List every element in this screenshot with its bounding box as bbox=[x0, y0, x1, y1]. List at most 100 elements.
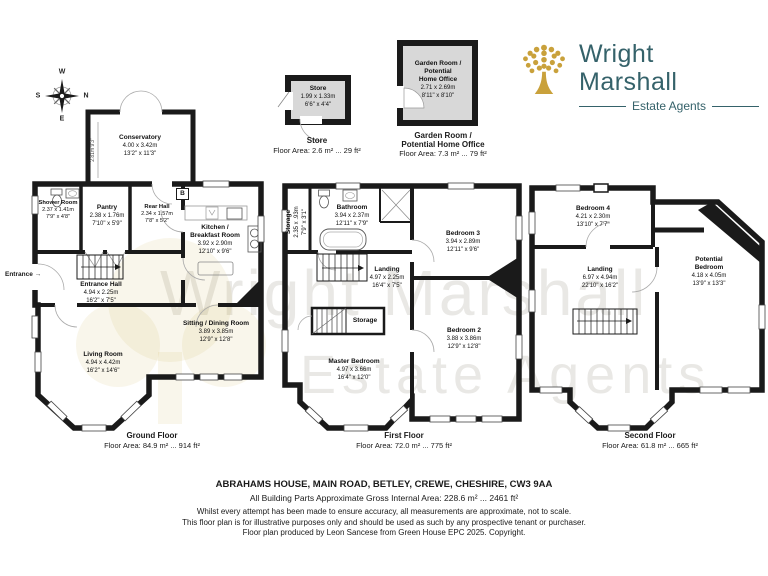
boiler-label: B bbox=[176, 188, 189, 200]
first-floor-caption: First Floor Floor Area: 72.0 m² ... 775 … bbox=[356, 431, 452, 451]
entrance-text: Entrance bbox=[5, 271, 33, 278]
room-dims-ft: 7'9" x 3'1" bbox=[302, 208, 308, 236]
room-dims-ft: 12'11" x 7'9" bbox=[335, 221, 369, 227]
floor-area: Floor Area: 61.8 m² ... 665 ft² bbox=[602, 441, 698, 450]
room-dims-m: 4.21 x 2.30m bbox=[575, 214, 611, 220]
room-dims-ft: 12'10" x 9'6" bbox=[198, 249, 232, 255]
room-name-line2: Breakfast Room bbox=[190, 232, 240, 239]
room-dims-m: 4.94 x 2.25m bbox=[83, 290, 119, 296]
room-dims-ft: 22'10" x 16'2" bbox=[581, 283, 619, 289]
room-name: Rear Hall bbox=[144, 204, 170, 210]
room-dims-ft: 6'6" x 4'4" bbox=[304, 102, 332, 108]
room-name: Storage bbox=[285, 209, 292, 235]
disclaimer-line1: Whilst every attempt has been made to en… bbox=[196, 507, 572, 516]
compass-icon bbox=[45, 79, 79, 113]
footer-text-block: ABRAHAMS HOUSE, MAIN ROAD, BETLEY, CREWE… bbox=[0, 479, 768, 539]
store-caption: Store Floor Area: 2.6 m² ... 29 ft² bbox=[273, 136, 361, 156]
room-dims-ft: 16'4" x 12'0" bbox=[337, 375, 371, 381]
room-dims-ft: 13'2" x 11'3" bbox=[123, 151, 157, 157]
room-name: Store bbox=[309, 85, 327, 92]
conservatory-side-dimension: 2.81m 9'3" bbox=[90, 138, 96, 162]
ground-floor-plan bbox=[31, 79, 265, 432]
second-floor-plan bbox=[528, 183, 766, 432]
floor-name: First Floor bbox=[384, 431, 424, 440]
room-name: Bedroom 4 bbox=[576, 205, 610, 212]
entrance-arrow-icon: → bbox=[34, 271, 42, 278]
room-label-living-room: Living Room 4.94 x 4.42m 16'2" x 14'6" bbox=[83, 351, 122, 375]
compass-letter-bottom: E bbox=[59, 115, 65, 123]
room-label-storage-mid: Storage bbox=[353, 317, 377, 325]
room-dims-ft: 7'8" x 5'2" bbox=[144, 218, 170, 224]
outbuilding-name-line2: Potential Home Office bbox=[401, 140, 485, 149]
tagline-rule-left bbox=[579, 105, 626, 107]
room-label-rear-hall: Rear Hall 2.34 x 1.57m 7'8" x 5'2" bbox=[141, 204, 173, 225]
room-dims-m: 4.94 x 4.42m bbox=[85, 360, 121, 366]
disclaimer-line2: This floor plan is for illustrative purp… bbox=[182, 517, 586, 527]
room-label-store: Store 1.99 x 1.33m 6'6" x 4'4" bbox=[301, 85, 336, 109]
room-dims-m: 2.37 x 1.41m bbox=[42, 207, 74, 213]
room-dims-m: 3.94 x 2.37m bbox=[334, 213, 370, 219]
room-name: Bedroom 2 bbox=[447, 327, 481, 334]
room-dims-m: 4.00 x 3.42m bbox=[122, 143, 158, 149]
room-label-bedroom-2: Bedroom 2 3.88 x 3.86m 12'9" x 12'8" bbox=[447, 327, 482, 351]
room-dims-ft: 7'9" x 4'8" bbox=[45, 214, 71, 220]
room-label-kitchen: Kitchen / Breakfast Room 3.92 x 2.90m 12… bbox=[190, 224, 240, 256]
room-name: Garden Room / bbox=[414, 60, 462, 67]
floor-area: Floor Area: 84.9 m² ... 914 ft² bbox=[104, 441, 200, 450]
room-dims-m: 4.18 x 4.05m bbox=[691, 273, 727, 279]
room-label-potential-bedroom: Potential Bedroom 4.18 x 4.05m 13'9" x 1… bbox=[692, 256, 727, 288]
entrance-label: Entrance → bbox=[5, 271, 41, 278]
compass-letter-top: W bbox=[58, 68, 66, 76]
room-label-storage-side: Storage 2.35 x .93m 7'9" x 3'1" bbox=[285, 206, 309, 237]
room-dims-ft: 12'9" x 12'8" bbox=[447, 344, 481, 350]
room-label-master-bedroom: Master Bedroom 4.97 x 3.66m 16'4" x 12'0… bbox=[328, 358, 379, 382]
room-dims-ft: 16'2" x 14'6" bbox=[86, 368, 120, 374]
property-address: ABRAHAMS HOUSE, MAIN ROAD, BETLEY, CREWE… bbox=[215, 479, 553, 490]
room-name-line2: Potential bbox=[424, 68, 452, 75]
floor-area: Floor Area: 72.0 m² ... 775 ft² bbox=[356, 441, 452, 450]
room-name: Bedroom 3 bbox=[446, 230, 480, 237]
compass-letter-right: N bbox=[83, 92, 89, 100]
room-dims-m: 3.92 x 2.90m bbox=[197, 241, 233, 247]
room-dims-m: 2.34 x 1.57m bbox=[141, 211, 173, 217]
room-label-conservatory: Conservatory 4.00 x 3.42m 13'2" x 11'3" bbox=[119, 134, 161, 158]
room-dims-m: 4.97 x 3.66m bbox=[336, 367, 372, 373]
room-label-landing-second: Landing 6.97 x 4.94m 22'10" x 16'2" bbox=[582, 266, 618, 290]
tagline-rule-right bbox=[712, 105, 759, 107]
floor-name: Second Floor bbox=[624, 431, 676, 440]
room-dims-ft: 12'11" x 9'6" bbox=[446, 247, 480, 253]
room-name: Bathroom bbox=[336, 204, 368, 211]
room-dims-m: 4.97 x 2.25m bbox=[369, 275, 405, 281]
room-label-shower-room: Shower Room 2.37 x 1.41m 7'9" x 4'8" bbox=[39, 200, 78, 221]
room-name-line2: Bedroom bbox=[694, 264, 724, 271]
watermark-brand-line2: Estate Agents bbox=[300, 345, 712, 405]
producer-credit: Floor plan produced by Leon Sancese from… bbox=[242, 528, 526, 537]
room-label-pantry: Pantry 2.38 x 1.76m 7'10" x 5'9" bbox=[90, 204, 125, 228]
room-name: Shower Room bbox=[38, 200, 78, 206]
room-dims-ft: 13'9" x 13'3" bbox=[692, 281, 726, 287]
room-label-garden-room: Garden Room / Potential Home Office 2.71… bbox=[415, 60, 462, 100]
compass-letter-left: S bbox=[35, 92, 41, 100]
agency-name: Wright Marshall bbox=[579, 40, 678, 96]
room-dims-m: 6.97 x 4.94m bbox=[582, 275, 618, 281]
room-label-bedroom-3: Bedroom 3 3.94 x 2.89m 12'11" x 9'6" bbox=[446, 230, 481, 254]
room-label-sitting-dining-room: Sitting / Dining Room 3.89 x 3.85m 12'9"… bbox=[183, 320, 249, 344]
room-dims-m: 3.94 x 2.89m bbox=[445, 239, 481, 245]
room-name: Landing bbox=[587, 266, 613, 273]
room-label-entrance-hall: Entrance Hall 4.94 x 2.25m 16'2" x 7'5" bbox=[80, 281, 122, 305]
room-label-bathroom: Bathroom 3.94 x 2.37m 12'11" x 7'9" bbox=[335, 204, 370, 228]
room-dims-m: 3.89 x 3.85m bbox=[198, 329, 234, 335]
room-dims-m: 3.88 x 3.86m bbox=[446, 336, 482, 342]
room-dims-ft: 13'10" x 7'7" bbox=[576, 222, 610, 228]
room-dims-ft: 16'4" x 7'5" bbox=[372, 283, 402, 289]
watermark-brand-line1: Wright Marshall bbox=[160, 257, 649, 329]
first-floor-plan bbox=[281, 182, 523, 432]
room-dims-ft: 16'2" x 7'5" bbox=[86, 298, 116, 304]
agency-logo: Wright Marshall Estate Agents bbox=[519, 40, 759, 113]
agency-tagline-row: Estate Agents bbox=[579, 99, 759, 113]
room-dims-ft: 7'10" x 5'9" bbox=[92, 221, 122, 227]
agency-tagline: Estate Agents bbox=[631, 99, 707, 113]
ground-floor-caption: Ground Floor Floor Area: 84.9 m² ... 914… bbox=[104, 431, 200, 451]
